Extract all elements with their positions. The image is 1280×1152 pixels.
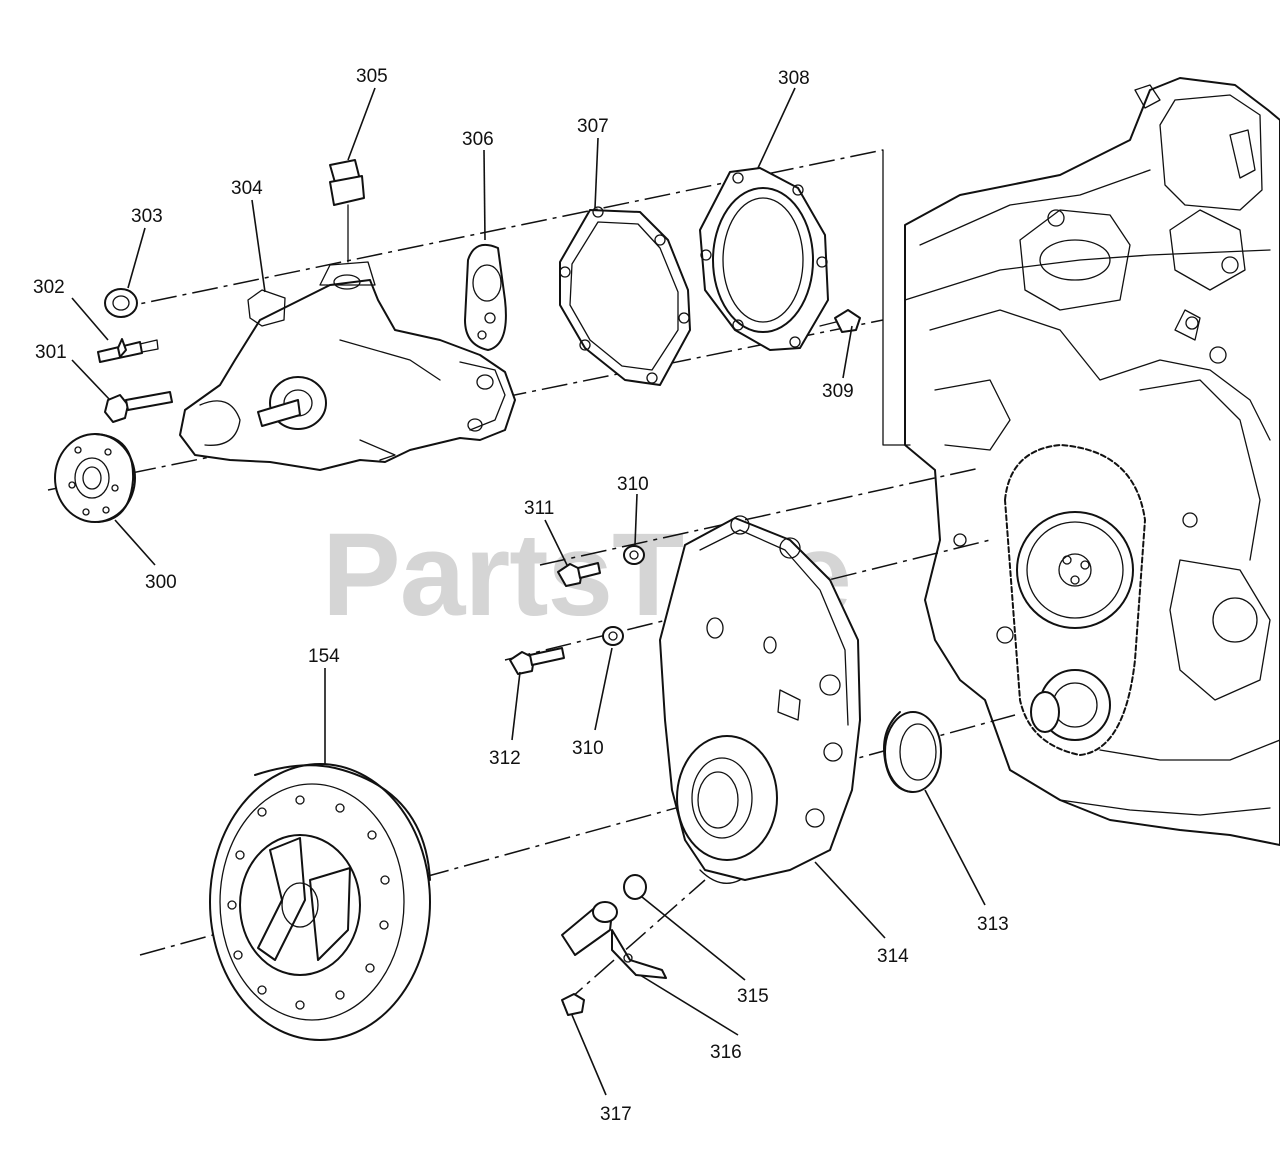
callout-306: 306 bbox=[462, 129, 494, 150]
gasket-308 bbox=[699, 167, 829, 351]
callout-317: 317 bbox=[600, 1104, 632, 1125]
engine-block bbox=[904, 77, 1280, 846]
harmonic-balancer bbox=[209, 763, 431, 1041]
callout-301: 301 bbox=[35, 342, 67, 363]
gasket-307 bbox=[559, 206, 691, 386]
bolt-311 bbox=[557, 562, 601, 587]
callout-300: 300 bbox=[145, 572, 177, 593]
assembly-boundary bbox=[882, 149, 911, 446]
stud-309 bbox=[819, 309, 861, 333]
bolt-312 bbox=[509, 647, 565, 675]
gasket-306 bbox=[464, 244, 507, 351]
callout-313: 313 bbox=[977, 914, 1009, 935]
water-pump bbox=[179, 261, 516, 471]
callout-303: 303 bbox=[131, 206, 163, 227]
callout-311: 311 bbox=[524, 498, 554, 519]
callout-308: 308 bbox=[778, 68, 810, 89]
callout-labels: 305 306 307 308 304 303 302 301 300 309 … bbox=[33, 66, 1009, 1125]
seal-313 bbox=[883, 711, 942, 793]
callout-316: 316 bbox=[710, 1042, 742, 1063]
callout-314: 314 bbox=[877, 946, 909, 967]
plug-305 bbox=[329, 159, 365, 263]
timing-chain bbox=[1004, 444, 1146, 756]
callout-312: 312 bbox=[489, 748, 521, 769]
pulley-hub bbox=[54, 433, 136, 523]
plug-303 bbox=[104, 288, 138, 318]
callout-315: 315 bbox=[737, 986, 769, 1007]
callout-307: 307 bbox=[577, 116, 609, 137]
bolt-301 bbox=[104, 391, 173, 423]
stud-302 bbox=[97, 338, 159, 363]
callout-310-upper: 310 bbox=[617, 474, 649, 495]
washer-310-upper bbox=[623, 545, 645, 565]
timing-cover bbox=[659, 515, 861, 884]
callout-309: 309 bbox=[822, 381, 854, 402]
callout-154: 154 bbox=[308, 646, 340, 667]
washer-310-lower bbox=[602, 626, 624, 646]
leader-lines bbox=[71, 87, 986, 1096]
callout-302: 302 bbox=[33, 277, 65, 298]
callout-305: 305 bbox=[356, 66, 388, 87]
sensor-316 bbox=[561, 901, 667, 979]
callout-304: 304 bbox=[231, 178, 263, 199]
o-ring-315 bbox=[623, 874, 647, 900]
bolt-317 bbox=[561, 993, 585, 1016]
callout-310-lower: 310 bbox=[572, 738, 604, 759]
